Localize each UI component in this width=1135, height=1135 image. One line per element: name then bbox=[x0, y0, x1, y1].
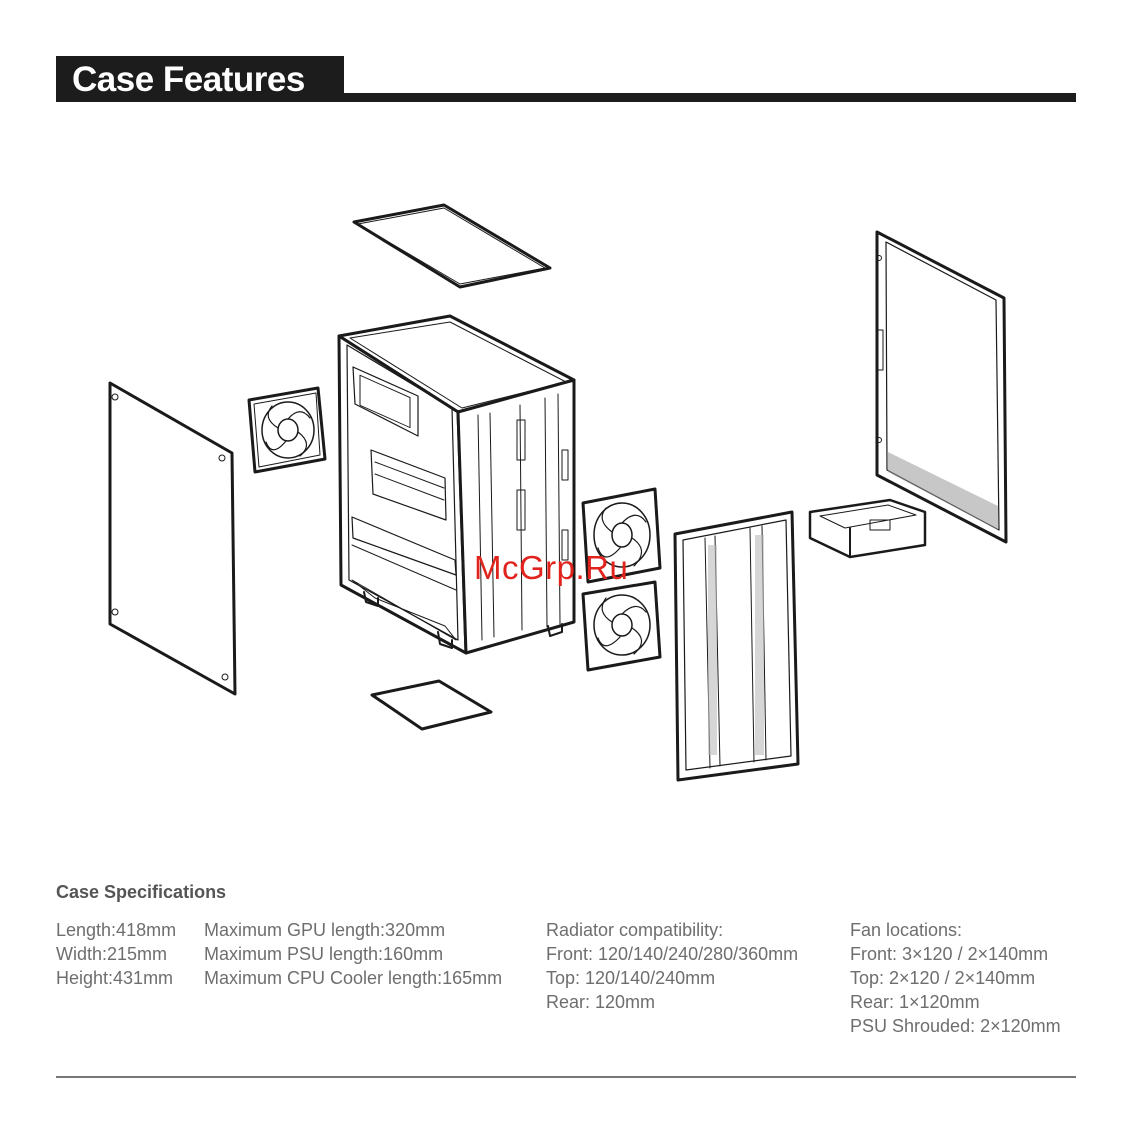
fans-psu-shroud: PSU Shrouded: 2×120mm bbox=[850, 1016, 1061, 1036]
spec-height: Height:431mm bbox=[56, 968, 174, 988]
title-tab bbox=[56, 56, 344, 102]
radiator-heading: Radiator compatibility: bbox=[546, 920, 724, 940]
dimensions-column: Length:418mm Width:215mm Height:431mm bbox=[56, 918, 176, 990]
spec-cooler-length: Maximum CPU Cooler length:165mm bbox=[204, 968, 503, 988]
radiator-front: Front: 120/140/240/280/360mm bbox=[546, 944, 799, 964]
radiator-rear: Rear: 120mm bbox=[546, 992, 656, 1012]
fans-front: Front: 3×120 / 2×140mm bbox=[850, 944, 1049, 964]
radiator-top: Top: 120/140/240mm bbox=[546, 968, 716, 988]
chassis bbox=[337, 314, 576, 655]
front-panel bbox=[673, 510, 800, 782]
radiator-column: Radiator compatibility: Front: 120/140/2… bbox=[546, 918, 798, 1014]
footer-rule bbox=[56, 1076, 1076, 1078]
spec-width: Width:215mm bbox=[56, 944, 168, 964]
fans-top: Top: 2×120 / 2×140mm bbox=[850, 968, 1036, 988]
watermark: McGrp.Ru bbox=[474, 549, 629, 586]
fans-rear: Rear: 1×120mm bbox=[850, 992, 980, 1012]
spec-gpu-length: Maximum GPU length:320mm bbox=[204, 920, 446, 940]
front-fan-upper bbox=[581, 487, 662, 584]
title-rule bbox=[344, 93, 1076, 102]
rear-fan bbox=[247, 386, 327, 474]
fans-heading: Fan locations: bbox=[850, 920, 963, 940]
spec-psu-length: Maximum PSU length:160mm bbox=[204, 944, 444, 964]
bottom-dust-filter bbox=[370, 679, 493, 731]
front-fan-lower bbox=[581, 580, 662, 672]
max-lengths-column: Maximum GPU length:320mm Maximum PSU len… bbox=[204, 918, 502, 990]
fan-locations-column: Fan locations: Front: 3×120 / 2×140mm To… bbox=[850, 918, 1061, 1038]
exploded-case-diagram bbox=[108, 203, 1008, 782]
specs-heading: Case Specifications bbox=[56, 882, 227, 902]
page-title: Case Features bbox=[72, 60, 305, 99]
top-dust-filter bbox=[352, 203, 552, 289]
drive-cage bbox=[808, 498, 927, 559]
spec-length: Length:418mm bbox=[56, 920, 177, 940]
left-side-panel bbox=[108, 381, 237, 696]
right-side-panel bbox=[875, 230, 1008, 544]
